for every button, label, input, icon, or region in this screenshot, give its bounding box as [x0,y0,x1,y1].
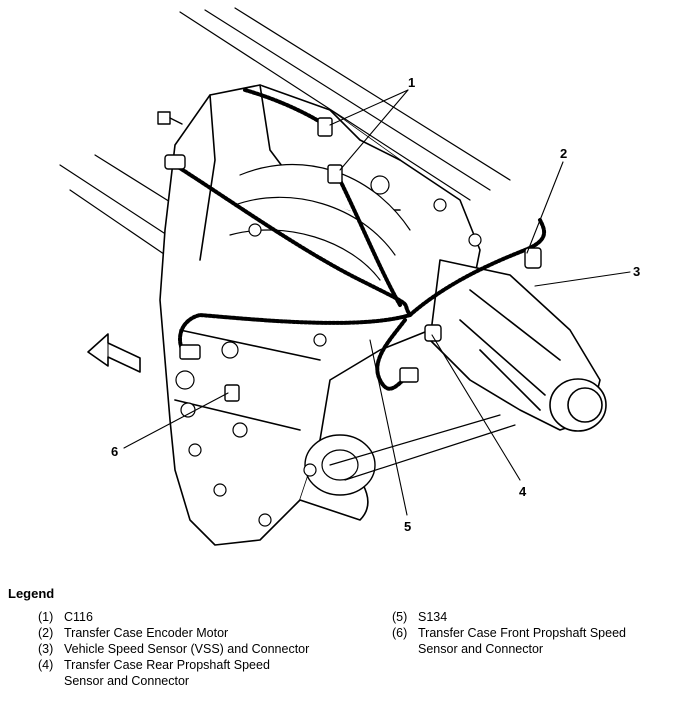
legend-title: Legend [8,586,55,601]
legend-item-number: (4) [38,658,54,672]
legend-column-right: (5) S134 (6) Transfer Case Front Propsha… [392,609,682,657]
legend-item-number: (1) [38,610,54,624]
leader-lines [123,89,631,516]
legend-item-text: Vehicle Speed Sensor (VSS) and Connector [64,642,310,656]
transfer-case-diagram: 1 2 3 4 5 6 [59,7,640,546]
legend-item: (1) C116 [38,609,368,625]
loose-bolt [157,111,183,125]
callout-5: 5 [404,519,411,534]
callout-4: 4 [519,484,527,499]
legend-item: (5) S134 [392,609,682,625]
legend-item-text: C116 [64,610,93,624]
callout-6: 6 [111,444,118,459]
frame-rails [59,7,511,266]
forward-arrow-icon [87,333,141,373]
connectors [164,117,542,402]
callout-3: 3 [633,264,640,279]
legend-item: (3) Vehicle Speed Sensor (VSS) and Conne… [38,641,368,657]
legend-item: (2) Transfer Case Encoder Motor [38,625,368,641]
legend-item-number: (6) [392,626,408,640]
legend-item-text: Transfer Case Encoder Motor [64,626,229,640]
rear-output-housing [329,259,607,481]
legend-item: (6) Transfer Case Front Propshaft Speed … [392,625,657,657]
legend-column-left: (1) C116 (2) Transfer Case Encoder Motor… [38,609,368,689]
legend-item-number: (5) [392,610,408,624]
callout-2: 2 [560,146,567,161]
callout-1: 1 [408,75,415,90]
legend-item-number: (3) [38,642,54,656]
legend-item-text: Transfer Case Front Propshaft Speed Sens… [418,626,626,656]
legend-item-text: Transfer Case Rear Propshaft Speed Senso… [64,658,270,688]
legend-item-number: (2) [38,626,54,640]
legend-item: (4) Transfer Case Rear Propshaft Speed S… [38,657,288,689]
housing-bolts [175,175,482,527]
legend-item-text: S134 [418,610,448,624]
